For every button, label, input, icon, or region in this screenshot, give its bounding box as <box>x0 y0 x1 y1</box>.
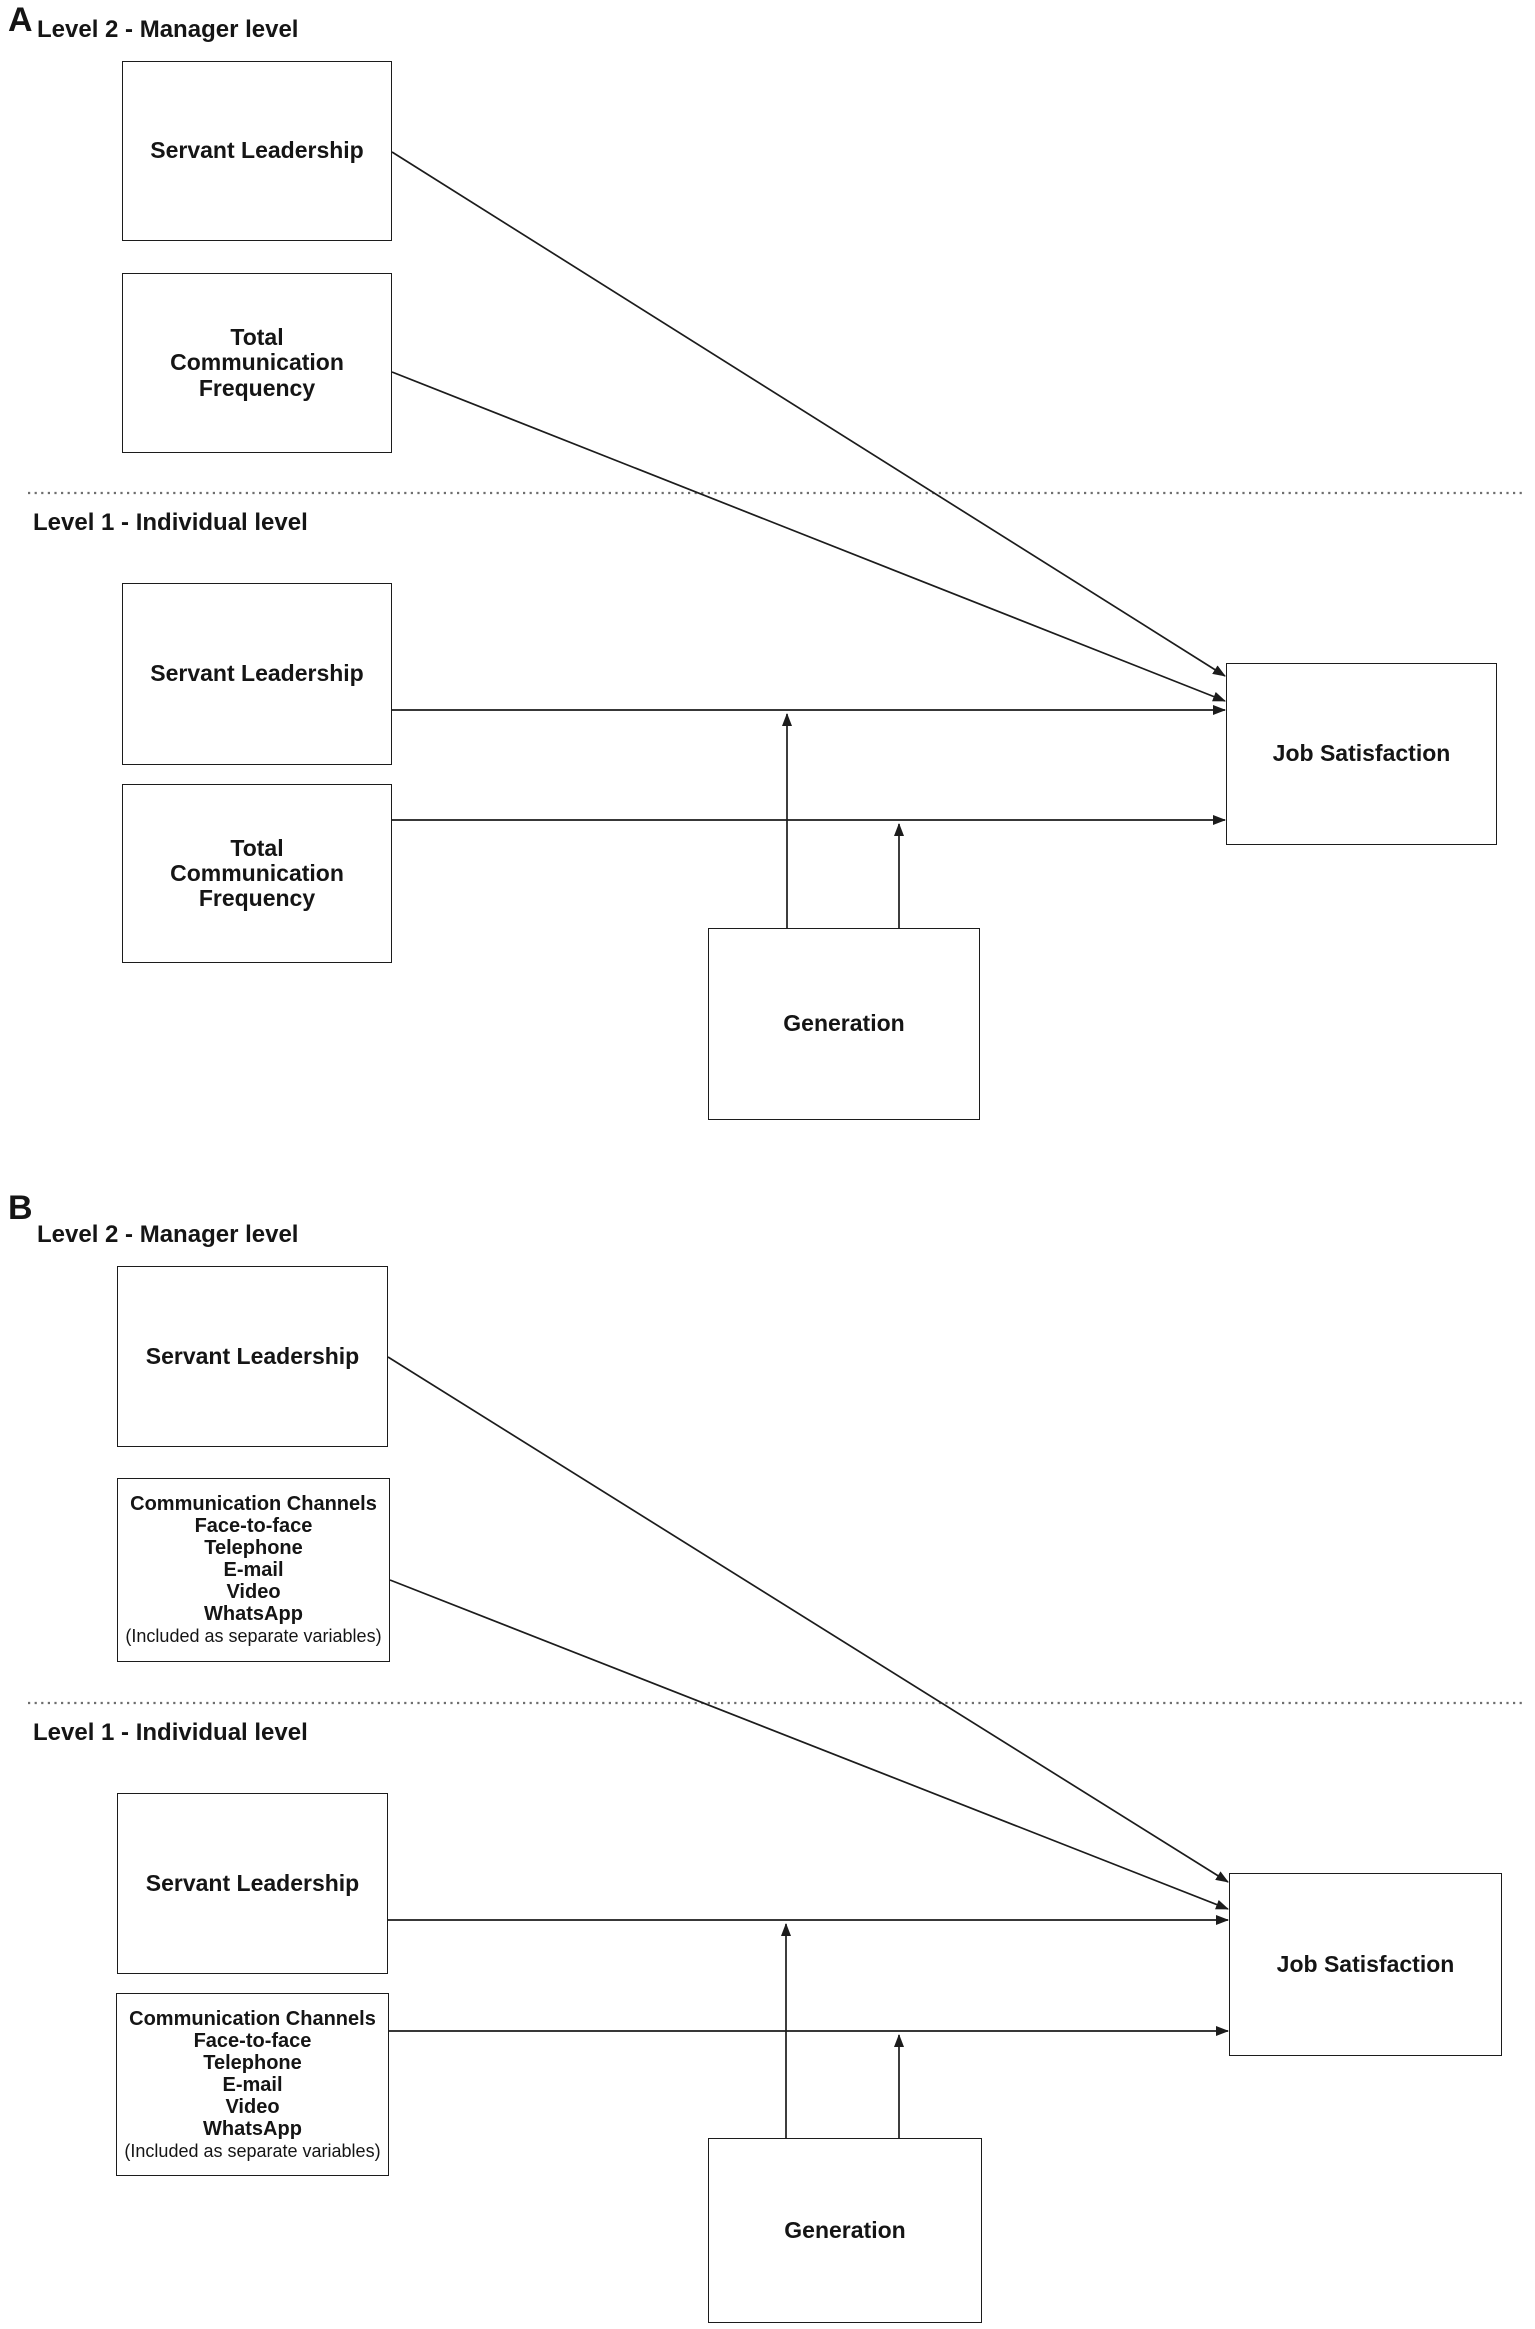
arrow-a-manager-communication-to-job <box>391 371 1226 702</box>
panel-a-level1-heading: Level 1 - Individual level <box>33 509 308 536</box>
channel-item-video: Video <box>225 2095 280 2118</box>
channel-item-whatsapp: WhatsApp <box>204 1603 303 1625</box>
box-b-individual-servant-leadership-label: Servant Leadership <box>145 1869 360 1896</box>
channel-item-face-to-face: Face-to-face <box>193 2029 312 2052</box>
box-a-manager-communication-frequency-label: Total Communication Frequency <box>170 324 344 401</box>
panel-a-level2-heading: Level 2 - Manager level <box>37 16 299 43</box>
box-b-job-satisfaction-label: Job Satisfaction <box>1276 1950 1455 1977</box>
channels-title: Communication Channels <box>129 2007 376 2030</box>
box-b-manager-servant-leadership-label: Servant Leadership <box>145 1342 360 1369</box>
box-a-generation: Generation <box>708 928 980 1120</box>
box-b-generation-label: Generation <box>784 2216 906 2243</box>
box-a-manager-servant-leadership-label: Servant Leadership <box>150 137 364 164</box>
channel-item-telephone: Telephone <box>203 2051 302 2074</box>
panel-b-level2-heading: Level 2 - Manager level <box>37 1221 299 1248</box>
box-b-individual-servant-leadership: Servant Leadership <box>117 1793 388 1974</box>
box-a-generation-label: Generation <box>783 1010 905 1037</box>
box-b-generation: Generation <box>708 2138 982 2323</box>
box-a-individual-servant-leadership-label: Servant Leadership <box>150 660 364 687</box>
channel-item-telephone: Telephone <box>204 1537 303 1559</box>
box-a-individual-servant-leadership: Servant Leadership <box>122 583 392 765</box>
arrow-a-manager-servant-to-job <box>391 151 1226 677</box>
arrow-b-manager-servant-to-job <box>387 1356 1229 1883</box>
box-a-individual-communication-frequency: Total Communication Frequency <box>122 784 392 963</box>
box-a-manager-communication-frequency: Total Communication Frequency <box>122 273 392 453</box>
channel-item-video: Video <box>226 1581 281 1603</box>
box-a-individual-communication-frequency-label: Total Communication Frequency <box>170 834 344 912</box>
box-b-individual-communication-channels: Communication Channels Face-to-face Tele… <box>116 1993 389 2176</box>
box-b-manager-servant-leadership: Servant Leadership <box>117 1266 388 1447</box>
box-a-manager-servant-leadership: Servant Leadership <box>122 61 392 241</box>
box-a-job-satisfaction-label: Job Satisfaction <box>1272 740 1451 767</box>
channel-item-face-to-face: Face-to-face <box>194 1515 313 1537</box>
channels-title: Communication Channels <box>130 1493 377 1515</box>
box-b-job-satisfaction: Job Satisfaction <box>1229 1873 1502 2056</box>
arrow-b-manager-channels-to-job <box>389 1579 1229 1910</box>
panel-b-label: B <box>8 1189 34 1227</box>
panel-a-label: A <box>8 1 34 39</box>
channel-item-email: E-mail <box>222 2073 283 2096</box>
channels-note: (Included as separate variables) <box>125 1626 382 1646</box>
box-a-job-satisfaction: Job Satisfaction <box>1226 663 1497 845</box>
channel-item-email: E-mail <box>223 1559 284 1581</box>
panel-b-level1-heading: Level 1 - Individual level <box>33 1719 308 1746</box>
box-b-manager-communication-channels: Communication Channels Face-to-face Tele… <box>117 1478 390 1662</box>
channel-item-whatsapp: WhatsApp <box>203 2117 302 2140</box>
channels-note: (Included as separate variables) <box>124 2140 381 2161</box>
